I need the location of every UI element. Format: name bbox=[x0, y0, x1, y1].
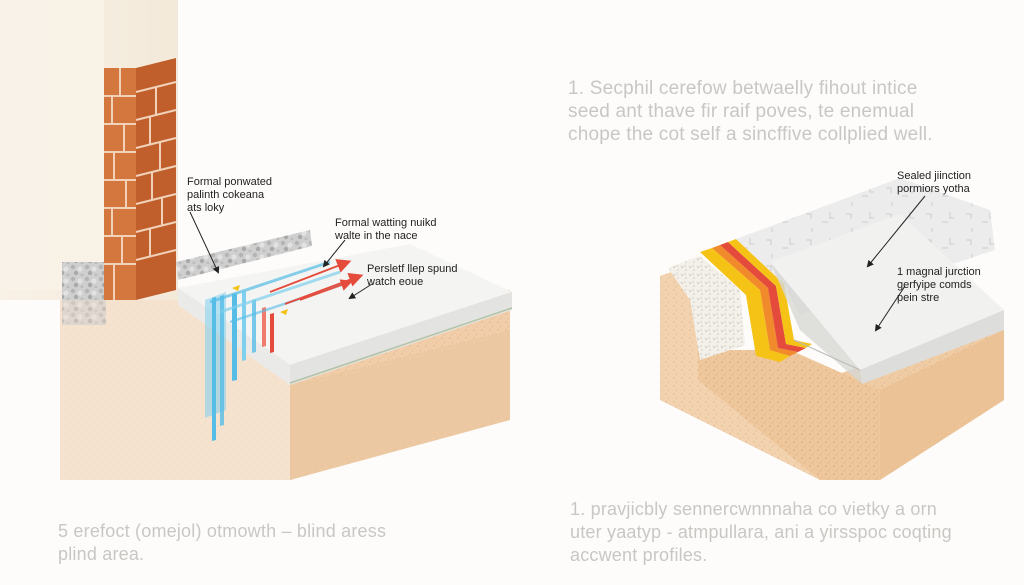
stone-plinth bbox=[62, 230, 312, 325]
right-diagram bbox=[660, 178, 1004, 480]
sealant-layers bbox=[700, 239, 812, 362]
leader-line bbox=[348, 283, 373, 300]
drainage-callout: Persletf llep spund watch eoue bbox=[367, 263, 458, 288]
right-top-caption: 1. Secphil cerefow betwaelly fihout inti… bbox=[568, 78, 933, 145]
brick-wall bbox=[104, 58, 177, 300]
left-diagram bbox=[0, 0, 513, 480]
sealed-junction-callout: Sealed jiinction pormiors yotha bbox=[897, 170, 971, 195]
left-bottom-caption: 5 erefoct (omejol) otmowth – blind aress… bbox=[58, 521, 387, 564]
plinth-callout: Formal ponwated palinth cokeana ats loky bbox=[187, 176, 272, 214]
leader-line bbox=[322, 239, 346, 268]
leader-line bbox=[874, 285, 906, 332]
leader-line bbox=[866, 195, 926, 268]
sealed-slab bbox=[736, 178, 1004, 384]
drainage-stripes bbox=[205, 260, 351, 441]
waterproofing-callout: Formal watting nuikd walte in the nace bbox=[335, 217, 437, 242]
flow-arrows bbox=[232, 259, 364, 315]
leader-line bbox=[189, 211, 220, 274]
marginal-junction-callout: 1 magnal jurction gerfyipe comds pein st… bbox=[897, 266, 981, 304]
concrete-wall bbox=[668, 256, 745, 360]
right-bottom-caption: 1. pravjicbly sennercwnnnaha co vietky a… bbox=[570, 499, 952, 565]
